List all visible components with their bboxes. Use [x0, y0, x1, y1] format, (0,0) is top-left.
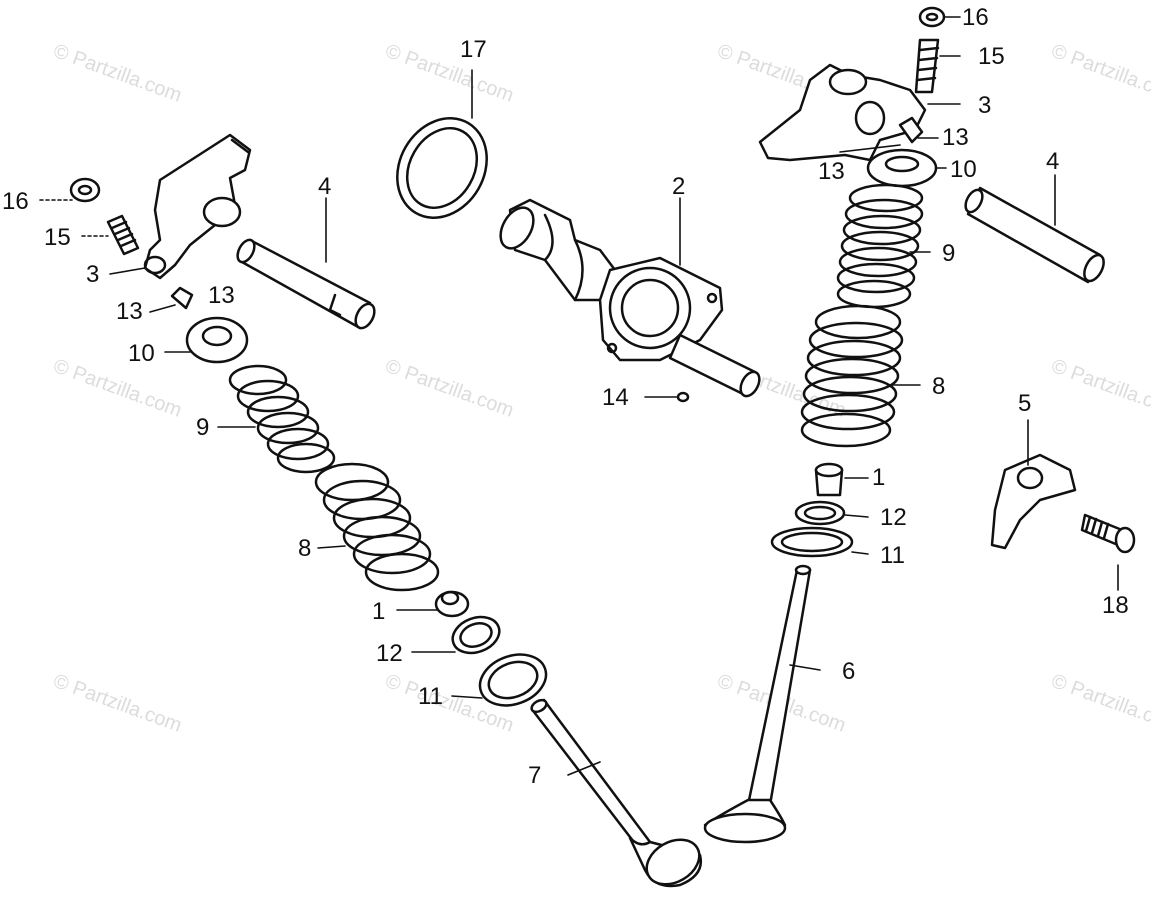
callout-3: 3: [978, 92, 992, 119]
callout-4: 4: [318, 173, 332, 200]
dowel-pin[interactable]: [676, 391, 690, 403]
callout-10: 10: [950, 156, 977, 183]
adjust-screw-right[interactable]: [914, 38, 940, 94]
callout-13: 13: [818, 158, 845, 185]
callout-8: 8: [932, 373, 946, 400]
spring-retainer-left[interactable]: [185, 316, 249, 364]
callout-9: 9: [196, 414, 210, 441]
rocker-arm-left[interactable]: [143, 133, 252, 280]
callout-14: 14: [602, 384, 629, 411]
washer-left[interactable]: [473, 646, 553, 714]
rocker-shaft-left[interactable]: [234, 237, 378, 331]
callout-1: 1: [372, 598, 386, 625]
callout-6: 6: [842, 658, 856, 685]
callout-11: 11: [880, 542, 905, 569]
rocker-shaft-right[interactable]: [962, 186, 1107, 284]
inner-spring-left[interactable]: [228, 364, 336, 474]
callout-9: 9: [942, 240, 956, 267]
lock-nut-right[interactable]: [918, 6, 946, 28]
valve-exhaust[interactable]: [703, 564, 812, 844]
callout-8: 8: [298, 535, 312, 562]
camshaft[interactable]: [494, 198, 763, 399]
callout-13: 13: [208, 282, 235, 309]
callout-10: 10: [128, 340, 155, 367]
adjust-screw-left[interactable]: [106, 214, 140, 256]
callout-16: 16: [962, 4, 989, 31]
callout-12: 12: [376, 640, 403, 667]
rocker-arm-right[interactable]: [758, 63, 927, 162]
callout-17: 17: [460, 36, 487, 63]
callout-11: 11: [418, 683, 443, 710]
stem-seal-left[interactable]: [434, 590, 470, 618]
valve-intake[interactable]: [530, 698, 708, 894]
valve-cotter-left[interactable]: [170, 286, 194, 310]
callout-13: 13: [116, 298, 143, 325]
camshaft-gasket[interactable]: [380, 102, 505, 234]
leader-lines: [39, 16, 1119, 776]
callout-12: 12: [880, 504, 907, 531]
callout-4: 4: [1046, 148, 1060, 175]
callout-7: 7: [528, 762, 542, 789]
inner-spring-right[interactable]: [836, 183, 924, 309]
callout-1: 1: [872, 464, 886, 491]
lock-nut-left[interactable]: [69, 177, 101, 203]
callout-16: 16: [2, 188, 29, 215]
bolt[interactable]: [1080, 513, 1136, 554]
tensioner-arm[interactable]: [990, 453, 1077, 550]
callout-5: 5: [1018, 390, 1032, 417]
spring-retainer-right[interactable]: [866, 148, 938, 188]
outer-spring-left[interactable]: [314, 462, 440, 592]
callout-13: 13: [942, 124, 969, 151]
outer-spring-right[interactable]: [800, 304, 904, 448]
valve-cotter-right[interactable]: [898, 116, 924, 144]
callout-2: 2: [672, 173, 686, 200]
spring-seat-left[interactable]: [448, 611, 505, 659]
callout-15: 15: [978, 43, 1005, 70]
washer-right[interactable]: [770, 526, 854, 558]
spring-seat-right[interactable]: [794, 500, 846, 526]
callout-18: 18: [1102, 592, 1129, 619]
stem-seal-right[interactable]: [814, 462, 844, 497]
callout-15: 15: [44, 224, 71, 251]
callout-3: 3: [86, 261, 100, 288]
